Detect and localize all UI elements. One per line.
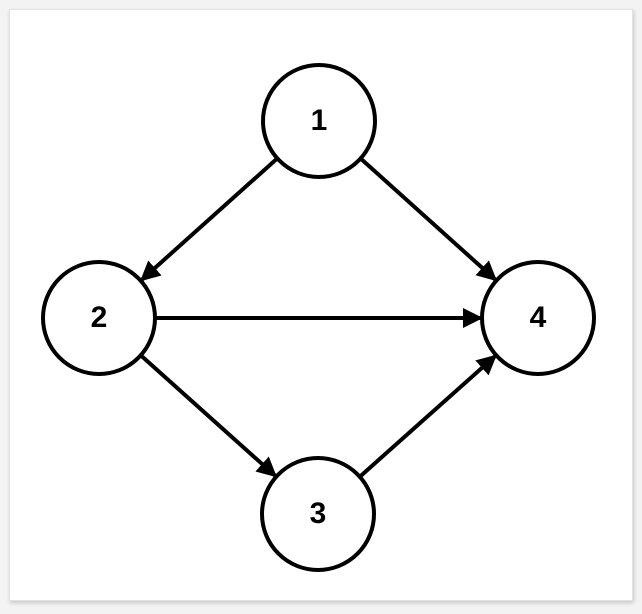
edge-1-to-2 [140,156,279,282]
edge-1-to-4 [359,157,498,282]
node-label: 2 [91,301,108,334]
nodes-layer: 1 2 3 4 [41,63,596,572]
edges-layer [139,156,498,479]
node-circle [480,260,596,376]
node-label: 4 [530,301,547,334]
node-circle [260,456,376,572]
edge-3-to-4 [358,354,497,479]
node-label: 3 [310,497,327,530]
node-2: 2 [41,260,157,376]
node-circle [261,63,377,179]
edge-2-to-3 [139,353,277,478]
node-3: 3 [260,456,376,572]
node-1: 1 [261,63,377,179]
node-circle [41,260,157,376]
node-label: 1 [311,104,328,137]
node-4: 4 [480,260,596,376]
